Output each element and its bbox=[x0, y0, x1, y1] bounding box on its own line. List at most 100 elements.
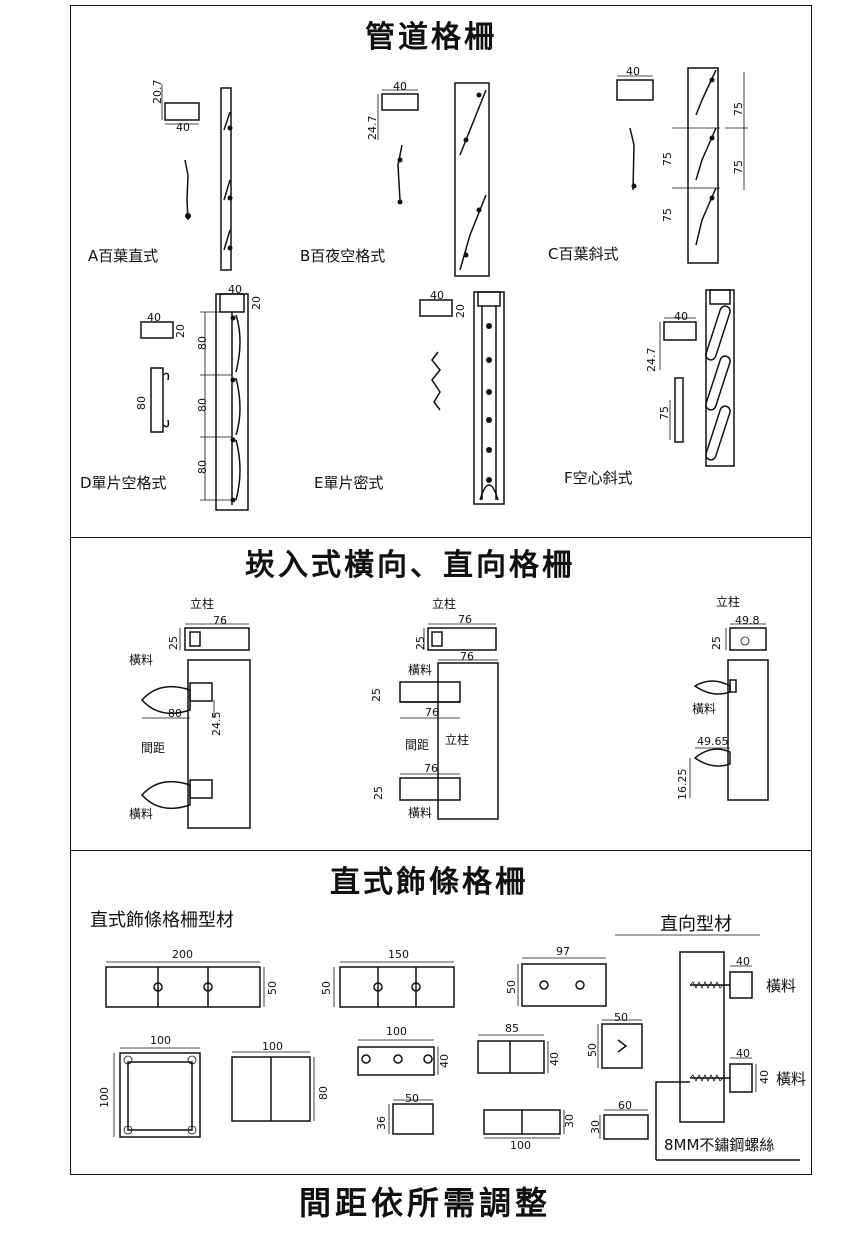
dim-profile-50x36-height: 36 bbox=[375, 1116, 388, 1130]
dim-d-width-large: 40 bbox=[228, 283, 242, 296]
embedded-mid-post-label: 立柱 bbox=[432, 597, 457, 611]
dim-mid-25-a: 25 bbox=[370, 688, 383, 702]
profile-50sq-drawing bbox=[597, 1019, 643, 1069]
section-title-embedded-grille: 崁入式橫向、直向格柵 bbox=[245, 548, 575, 583]
dim-d-80-1: 80 bbox=[196, 336, 209, 350]
dim-profile-60x30-height: 30 bbox=[589, 1120, 602, 1134]
dim-profile-50sq-width: 50 bbox=[614, 1011, 628, 1024]
dim-right-16-25: 16.25 bbox=[676, 768, 689, 801]
profile-50x36-drawing bbox=[388, 1099, 434, 1135]
embedded-right-drawing bbox=[689, 623, 769, 801]
profile-100sq-drawing bbox=[113, 1047, 201, 1138]
section-divider-2 bbox=[70, 850, 812, 851]
dim-f-height: 24.7 bbox=[645, 347, 658, 373]
embedded-mid-spacing-label: 間距 bbox=[405, 738, 430, 752]
dim-mid-post-height: 25 bbox=[414, 636, 427, 650]
dim-profile-50x36-width: 50 bbox=[405, 1092, 419, 1105]
dim-e-height: 20 bbox=[454, 304, 467, 318]
dim-c-width: 40 bbox=[626, 65, 640, 78]
dim-profile-100x80-height: 80 bbox=[317, 1086, 330, 1100]
profile-subtitle: 直式飾條格柵型材 bbox=[90, 910, 234, 931]
dim-vertical-w1: 40 bbox=[736, 955, 750, 968]
outer-frame bbox=[70, 5, 812, 1175]
profile-150-drawing bbox=[333, 961, 455, 1008]
dim-mid-76-top: 76 bbox=[460, 650, 474, 663]
vertical-profile-rail-label-2: 橫料 bbox=[776, 1070, 807, 1088]
embedded-mid-drawing bbox=[399, 623, 499, 820]
footer-note: 間距依所需調整 bbox=[298, 1184, 551, 1222]
type-f-label: F空心斜式 bbox=[564, 469, 633, 487]
dim-left-post-height: 25 bbox=[167, 636, 180, 650]
type-a-drawing bbox=[161, 84, 233, 271]
dim-f-75: 75 bbox=[658, 406, 671, 420]
dim-profile-150-height: 50 bbox=[320, 981, 333, 995]
dim-profile-50sq-height: 50 bbox=[586, 1043, 599, 1057]
dim-d-height-large: 20 bbox=[250, 296, 263, 310]
dim-a-height: 20.7 bbox=[151, 79, 164, 105]
screw-note: 8MM不鏽鋼螺絲 bbox=[664, 1136, 775, 1154]
embedded-mid-rail-label-1: 橫料 bbox=[408, 663, 433, 677]
dim-b-width: 40 bbox=[393, 80, 407, 93]
dim-c-75-left-2: 75 bbox=[661, 208, 674, 222]
dim-mid-25-b: 25 bbox=[372, 786, 385, 800]
dim-left-post-width: 76 bbox=[213, 614, 227, 627]
embedded-left-post-label: 立柱 bbox=[190, 597, 215, 611]
type-f-drawing bbox=[659, 289, 735, 467]
dim-d-width-small: 40 bbox=[147, 311, 161, 324]
profile-85-drawing bbox=[477, 1034, 549, 1074]
dim-b-height: 24.7 bbox=[366, 115, 379, 141]
type-c-drawing bbox=[616, 67, 748, 264]
section-title-pipe-grille: 管道格柵 bbox=[365, 20, 497, 55]
profile-100x30-drawing bbox=[483, 1109, 565, 1139]
type-d-drawing bbox=[140, 293, 249, 511]
dim-c-75-left-1: 75 bbox=[661, 152, 674, 166]
dim-profile-97-height: 50 bbox=[505, 980, 518, 994]
type-c-label: C百葉斜式 bbox=[548, 245, 619, 263]
profile-60x30-drawing bbox=[599, 1109, 649, 1140]
dim-profile-200-width: 200 bbox=[172, 948, 193, 961]
section-divider-1 bbox=[70, 537, 812, 538]
type-e-label: E單片密式 bbox=[314, 474, 384, 492]
dim-right-49-65: 49.65 bbox=[697, 735, 729, 748]
profile-97-drawing bbox=[517, 957, 607, 1007]
dim-f-width: 40 bbox=[674, 310, 688, 323]
dim-a-width: 40 bbox=[176, 121, 190, 134]
dim-right-post-height: 25 bbox=[710, 636, 723, 650]
dim-profile-100x40-height: 40 bbox=[438, 1054, 451, 1068]
type-a-label: A百葉直式 bbox=[88, 247, 159, 265]
dim-profile-100x30-height: 30 bbox=[563, 1114, 576, 1128]
dim-d-height-small: 20 bbox=[174, 324, 187, 338]
dim-profile-60x30-width: 60 bbox=[618, 1099, 632, 1112]
embedded-right-post-label: 立柱 bbox=[716, 595, 741, 609]
dim-profile-85-width: 85 bbox=[505, 1022, 519, 1035]
dim-vertical-w2: 40 bbox=[736, 1047, 750, 1060]
type-e-drawing bbox=[419, 291, 505, 505]
type-b-label: B百夜空格式 bbox=[300, 247, 386, 265]
dim-profile-100sq-width: 100 bbox=[150, 1034, 171, 1047]
dim-profile-100x30-width: 100 bbox=[510, 1139, 531, 1152]
dim-vertical-h2: 40 bbox=[758, 1070, 771, 1084]
dim-left-24-5: 24.5 bbox=[210, 711, 223, 737]
dim-mid-post-width: 76 bbox=[458, 613, 472, 626]
embedded-mid-rail-label-2: 橫料 bbox=[408, 806, 433, 820]
embedded-left-rail-label-1: 橫料 bbox=[129, 653, 154, 667]
dim-profile-100x80-width: 100 bbox=[262, 1040, 283, 1053]
vertical-profile-drawing bbox=[615, 934, 800, 1161]
dim-right-post-width: 49.8 bbox=[735, 614, 760, 627]
vertical-profile-title: 直向型材 bbox=[660, 914, 732, 935]
dim-profile-150-width: 150 bbox=[388, 948, 409, 961]
embedded-left-drawing bbox=[140, 623, 251, 829]
dim-left-80: 80 bbox=[168, 707, 182, 720]
embedded-left-spacing-label: 間距 bbox=[141, 741, 166, 755]
embedded-right-rail-label: 橫料 bbox=[692, 702, 717, 716]
profile-200-drawing bbox=[105, 961, 265, 1008]
dim-mid-76-middle: 76 bbox=[425, 706, 439, 719]
dim-d-80-small: 80 bbox=[135, 396, 148, 410]
dim-c-75-right-2: 75 bbox=[732, 160, 745, 174]
dim-d-80-2: 80 bbox=[196, 398, 209, 412]
dim-profile-100x40-width: 100 bbox=[386, 1025, 407, 1038]
dim-profile-97-width: 97 bbox=[556, 945, 570, 958]
profile-100x80-drawing bbox=[231, 1051, 315, 1122]
embedded-mid-post-label-2: 立柱 bbox=[445, 733, 470, 747]
